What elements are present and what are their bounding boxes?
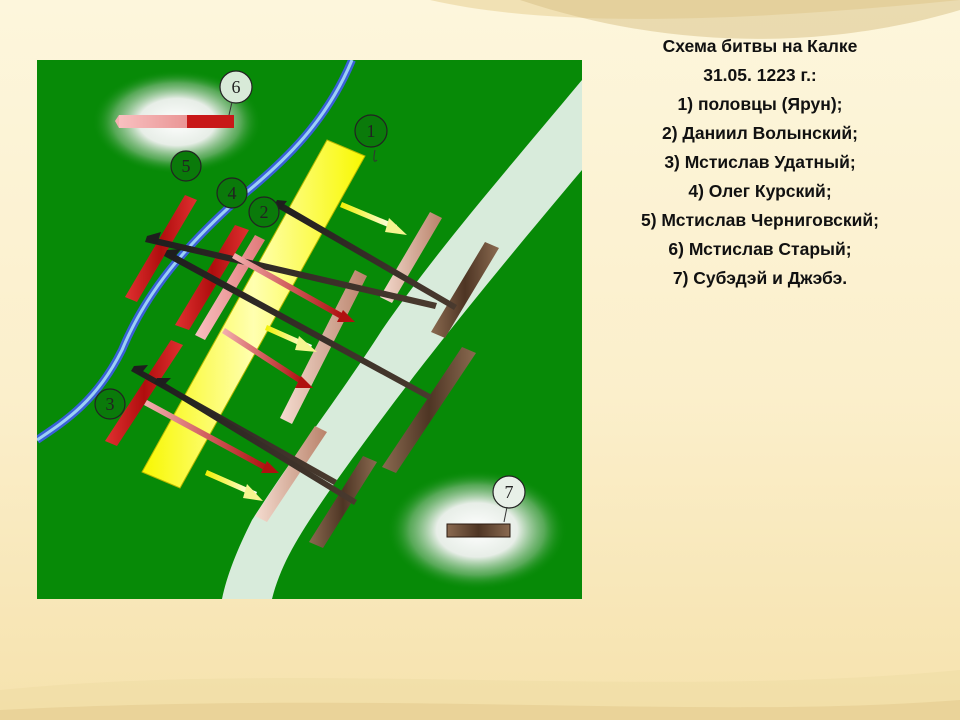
mongol-reserve-unit <box>446 523 511 538</box>
mongol-dark-2 <box>382 347 476 473</box>
battle-legend: Схема битвы на Калке 31.05. 1223 г.: 1) … <box>605 32 915 293</box>
battle-map-drawing: 1 2 3 4 5 6 7 <box>37 60 582 599</box>
marker-7: 7 <box>492 475 526 523</box>
mongol-dark-1 <box>431 242 499 338</box>
legend-item-6: 6) Мстислав Старый; <box>668 239 852 259</box>
polovtsy-arrows <box>205 202 407 501</box>
marker-3: 3 <box>94 388 126 420</box>
legend-item-4: 4) Олег Курский; <box>688 181 832 201</box>
chernigov-unit <box>125 195 197 302</box>
polovtsy-block <box>141 139 366 489</box>
marker-5: 5 <box>170 150 202 182</box>
legend-item-5: 5) Мстислав Черниговский; <box>641 210 879 230</box>
marker-4: 4 <box>216 177 248 209</box>
mongol-light-1 <box>380 212 442 303</box>
legend-item-2: 2) Даниил Волынский; <box>661 123 859 143</box>
legend-item-3: 3) Мстислав Удатный; <box>664 152 856 172</box>
legend-title-line-1: Схема битвы на Калке <box>662 36 858 56</box>
marker-label-7: 7 <box>505 482 514 502</box>
mongol-light-3 <box>255 426 327 522</box>
udatny-unit <box>105 340 183 446</box>
marker-6: 6 <box>219 70 253 116</box>
legend-item-7: 7) Субэдэй и Джэбэ. <box>672 268 848 288</box>
marker-label-6: 6 <box>232 77 241 97</box>
marker-label-2: 2 <box>260 202 269 222</box>
legend-item-1: 1) половцы (Ярун); <box>677 94 843 114</box>
marker-1: 1 <box>354 114 388 162</box>
mongol-attack-arrows <box>131 200 457 505</box>
marker-label-4: 4 <box>228 183 237 203</box>
marker-label-3: 3 <box>106 394 115 414</box>
marker-label-5: 5 <box>182 156 191 176</box>
legend-title-line-2: 31.05. 1223 г.: <box>703 65 817 85</box>
battle-map: 1 2 3 4 5 6 7 <box>37 60 582 599</box>
rus-attack-arrows <box>144 253 355 473</box>
mongol-dark-3 <box>309 456 377 548</box>
marker-2: 2 <box>248 196 280 228</box>
marker-label-1: 1 <box>367 121 376 141</box>
